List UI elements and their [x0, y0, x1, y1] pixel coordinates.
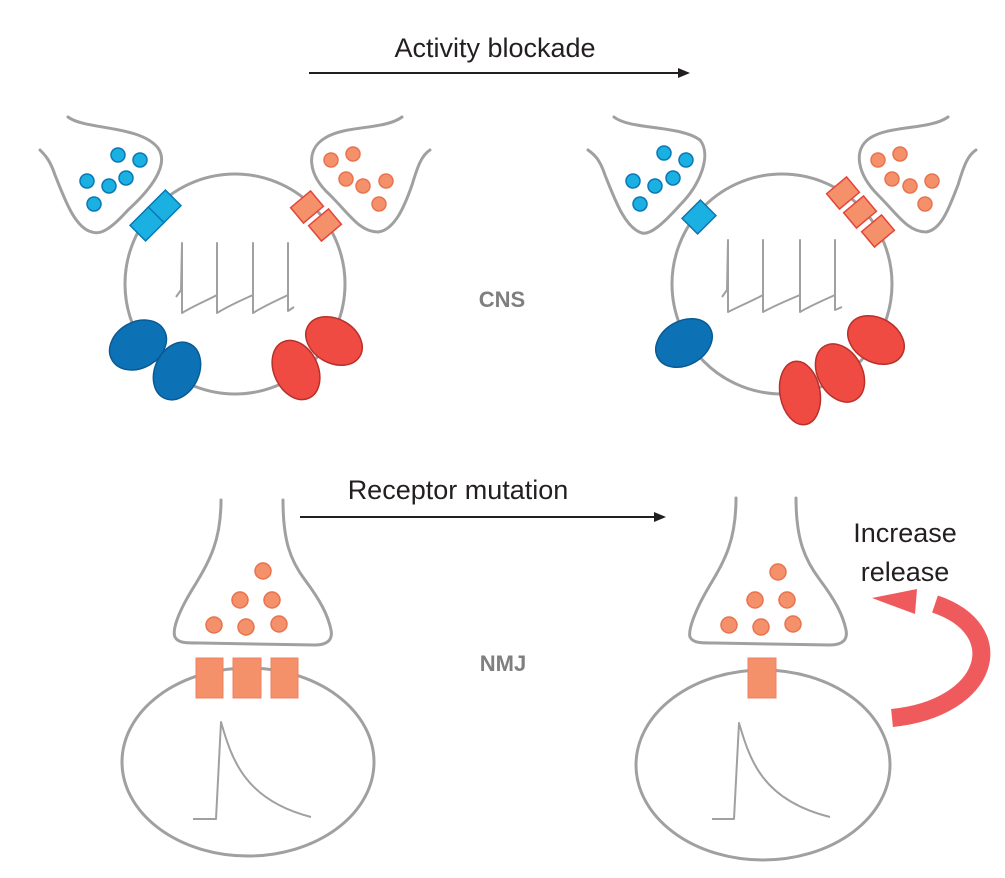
- vesicle: [263, 591, 281, 609]
- inhibitory-presynaptic-terminal: [586, 115, 707, 235]
- excitatory-vesicle: [917, 196, 933, 212]
- excitatory-vesicle: [924, 173, 940, 189]
- excitatory-vesicle: [371, 196, 387, 212]
- motor-nerve-terminal: [172, 498, 333, 647]
- action-potential-trace: [721, 239, 843, 313]
- excitatory-presynaptic-terminal: [857, 115, 978, 234]
- excitatory-vesicle: [338, 171, 354, 187]
- excitatory-channel: [778, 360, 822, 426]
- excitatory-vesicle: [345, 146, 361, 162]
- excitatory-receptor: [842, 194, 878, 230]
- inhibitory-vesicle: [132, 152, 148, 168]
- inhibitory-vesicle: [678, 152, 694, 168]
- excitatory-channel: [814, 343, 866, 403]
- excitatory-channel: [305, 316, 363, 366]
- excitatory-vesicle: [892, 146, 908, 162]
- feedback-arrowhead-icon: [872, 589, 917, 614]
- inhibitory-vesicle: [118, 170, 134, 186]
- excitatory-vesicle: [902, 178, 918, 194]
- vesicle: [270, 615, 288, 633]
- vesicle: [778, 591, 796, 609]
- inhibitory-channel: [655, 318, 713, 368]
- inhibitory-vesicle: [110, 147, 126, 163]
- activity-blockade-label: Activity blockade: [394, 33, 595, 63]
- excitatory-receptor: [289, 189, 325, 225]
- excitatory-receptor: [860, 213, 896, 249]
- nmj-after-panel: Increase release: [634, 496, 991, 862]
- vesicle: [746, 591, 764, 609]
- receptor-mutation-label: Receptor mutation: [348, 475, 569, 505]
- cns-region-label: CNS: [479, 287, 525, 312]
- inhibitory-vesicle: [625, 173, 641, 189]
- cns-before-panel: [38, 115, 432, 401]
- action-potential-trace: [175, 242, 295, 314]
- excitatory-vesicle: [378, 173, 394, 189]
- excitatory-presynaptic-terminal: [310, 115, 432, 234]
- inhibitory-vesicle: [79, 173, 95, 189]
- endplate-potential-trace: [193, 721, 312, 820]
- motor-nerve-terminal: [688, 496, 848, 647]
- retrograde-feedback-arrow: [890, 595, 991, 727]
- inhibitory-vesicle: [101, 178, 117, 194]
- inhibitory-vesicle: [647, 178, 663, 194]
- inhibitory-presynaptic-terminal: [38, 115, 164, 235]
- inhibitory-vesicle: [632, 196, 648, 212]
- vesicle: [752, 618, 770, 636]
- vesicle: [237, 618, 255, 636]
- excitatory-receptor: [307, 207, 343, 243]
- excitatory-vesicle: [884, 171, 900, 187]
- cns-after-panel: [586, 115, 978, 426]
- inhibitory-vesicle: [656, 145, 672, 161]
- excitatory-vesicle: [355, 178, 371, 194]
- increase-release-label-line1: Increase: [853, 518, 957, 548]
- inhibitory-channel: [152, 341, 202, 401]
- excitatory-vesicle: [870, 152, 886, 168]
- vesicle: [231, 591, 249, 609]
- increase-release-label-line2: release: [861, 557, 950, 587]
- receptor: [270, 657, 299, 699]
- nmj-region-label: NMJ: [480, 651, 526, 676]
- excitatory-receptor: [825, 175, 861, 211]
- vesicle: [254, 562, 272, 580]
- excitatory-channel: [847, 315, 905, 365]
- inhibitory-vesicle: [86, 196, 102, 212]
- receptor: [195, 657, 224, 699]
- inhibitory-receptor: [128, 205, 166, 243]
- receptor: [232, 657, 262, 699]
- postsynaptic-neuron: [123, 172, 347, 396]
- excitatory-channel: [271, 339, 321, 401]
- vesicle: [205, 616, 223, 634]
- receptor: [747, 657, 777, 699]
- inhibitory-vesicle: [665, 170, 681, 186]
- vesicle: [784, 615, 802, 633]
- excitatory-vesicle: [323, 152, 339, 168]
- inhibitory-receptor: [680, 198, 718, 236]
- vesicle: [720, 616, 738, 634]
- vesicle: [769, 563, 787, 581]
- endplate-potential-trace: [712, 722, 831, 820]
- nmj-before-panel: [120, 498, 376, 858]
- inhibitory-channel: [108, 319, 168, 371]
